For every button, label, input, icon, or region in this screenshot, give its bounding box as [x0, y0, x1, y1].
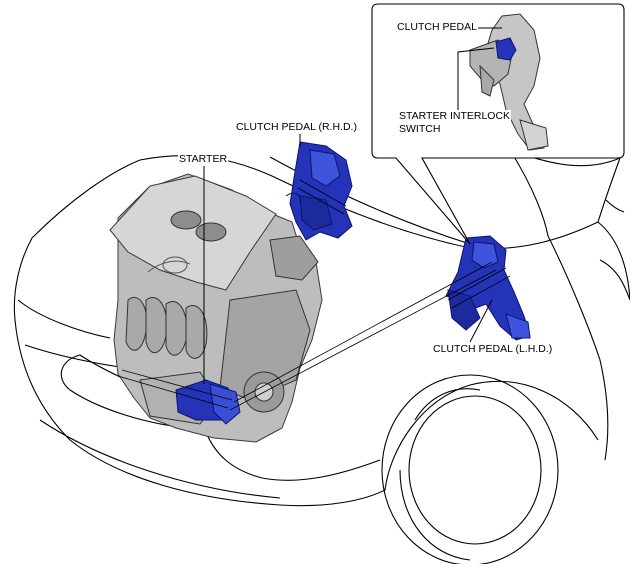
starter-component [175, 379, 241, 425]
starter-label: STARTER [178, 153, 229, 166]
inset-clutch-pedal-label: CLUTCH PEDAL [396, 21, 478, 34]
starter-interlock-switch-label-line1: STARTER INTERLOCK [399, 110, 511, 122]
starter-interlock-switch-label: STARTER INTERLOCK SWITCH [398, 110, 512, 136]
clutch-pedal-rhd-label: CLUTCH PEDAL (R.H.D.) [235, 121, 358, 134]
starter-interlock-switch-label-line2: SWITCH [399, 123, 441, 135]
sight-lines [117, 179, 511, 411]
clutch-pedal-rhd-component [285, 141, 353, 241]
engine-illustration [109, 173, 323, 443]
starter-interlock-switch-component [495, 37, 517, 61]
clutch-pedal-lhd-label: CLUTCH PEDAL (L.H.D.) [432, 343, 554, 356]
leader-lines [203, 27, 502, 384]
